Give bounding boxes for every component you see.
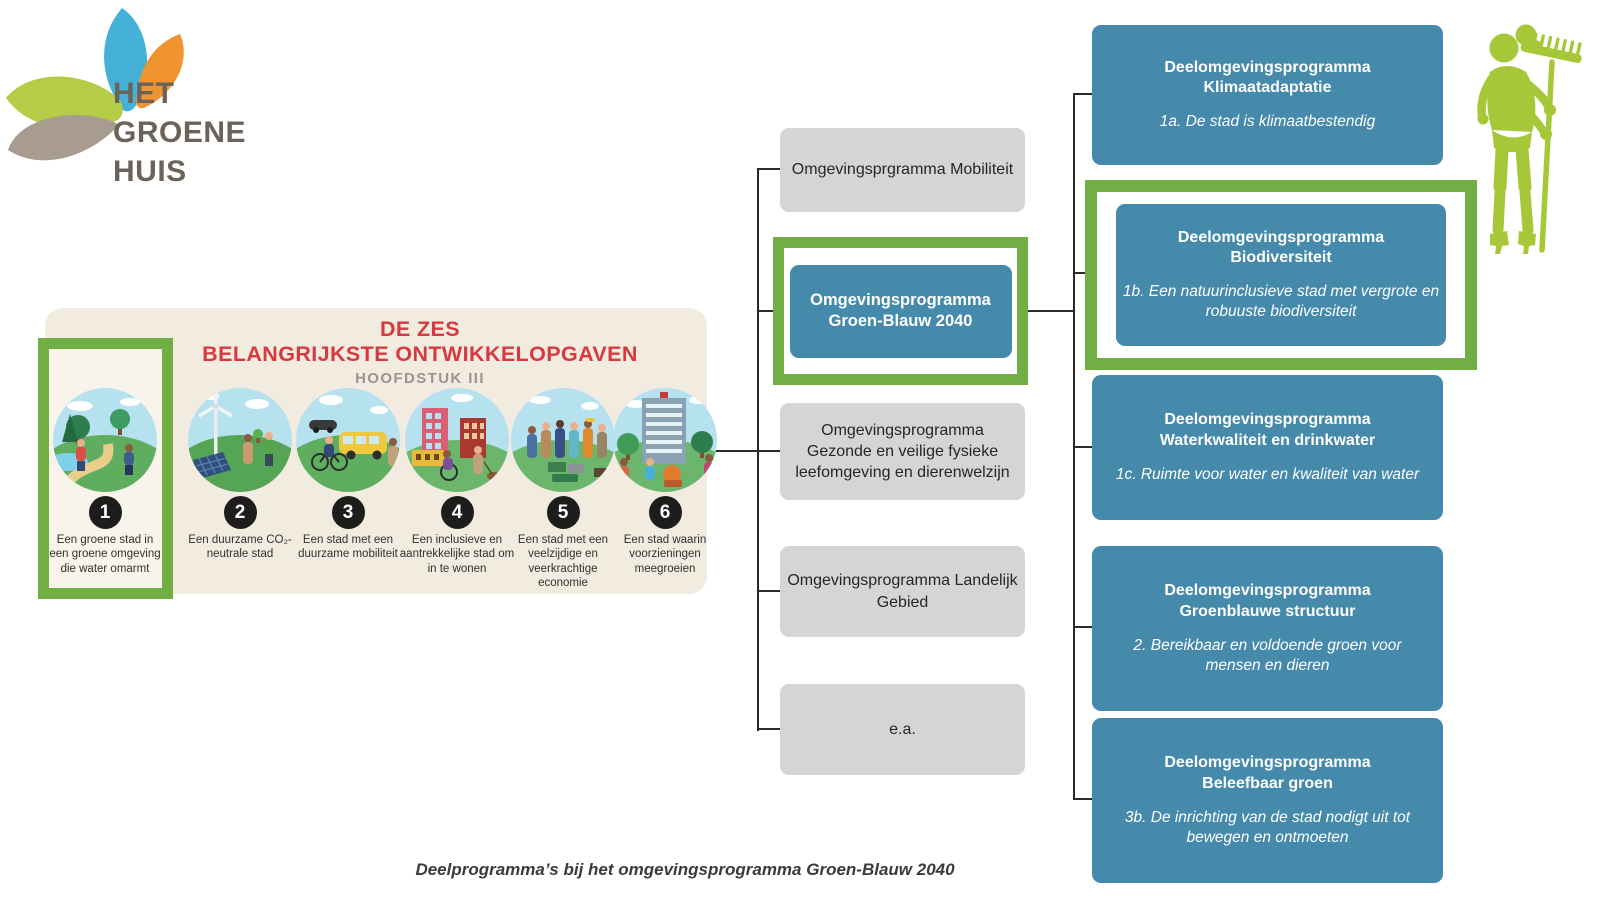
illustration-duurzame-mobiliteit [296, 388, 400, 492]
subprogram-title: Deelomgevingsprogramma Klimaatadaptatie [1164, 58, 1371, 97]
highlight-frame-biodiversiteit: Deelomgevingsprogramma Biodiversiteit 1b… [1085, 180, 1477, 370]
connector-right-stub-structuur [1073, 626, 1093, 628]
connector-left-stub-ea [757, 728, 781, 730]
logo-wordmark: HET GROENE HUIS [113, 74, 246, 191]
connector-panel-to-trunk [714, 450, 782, 452]
illustration-voorzieningen [613, 388, 717, 492]
subprogram-box-klimaatadaptatie: Deelomgevingsprogramma Klimaatadaptatie … [1092, 25, 1443, 165]
subprogram-goal: 3b. De inrichting van de stad nodigt uit… [1124, 808, 1411, 846]
opgave-number-badge: 2 [223, 496, 257, 529]
program-label: Omgevingsprogramma Landelijk Gebied [787, 572, 1018, 611]
connector-groenblauw-to-trunk [1026, 310, 1074, 312]
groene-huis-leaves-icon [6, 8, 184, 161]
opgave-number-badge: 4 [440, 496, 474, 529]
opgave-item-6: 6 Een stad waarin voorzieningen meegroei… [599, 382, 731, 576]
opgave-caption: Een stad met een veelzijdige en veerkrac… [517, 534, 609, 589]
opgave-caption: Een inclusieve en aantrekkelijke stad om… [399, 534, 515, 575]
subprogram-title: Deelomgevingsprogramma Waterkwaliteit en… [1159, 411, 1376, 449]
illustration-groene-stad [53, 388, 157, 492]
subprogram-box-waterkwaliteit: Deelomgevingsprogramma Waterkwaliteit en… [1092, 375, 1443, 520]
program-box-groen-blauw-2040: Omgevingsprogramma Groen-Blauw 2040 [789, 264, 1012, 358]
opgave-item-1: 1 Een groene stad in een groene omgeving… [39, 382, 171, 576]
subprogram-box-biodiversiteit: Deelomgevingsprogramma Biodiversiteit 1b… [1116, 204, 1446, 346]
connector-right-stub-beleefbaar [1073, 798, 1093, 800]
program-box-ea: e.a. [780, 684, 1025, 775]
logo-line-2: GROENE [113, 116, 247, 149]
subprogram-goal: 1c. Ruimte voor water en kwaliteit van w… [1115, 465, 1420, 483]
opgave-caption: Een stad met een duurzame mobiliteit [298, 534, 398, 561]
opgave-caption: Een stad waarin voorzieningen meegroeien [623, 534, 707, 575]
panel-title-line1: DE ZES [379, 317, 461, 341]
opgave-number-badge: 6 [648, 496, 682, 529]
opgave-caption: Een duurzame CO₂-neutrale stad [188, 534, 292, 561]
subprogram-title: Deelomgevingsprogramma Groenblauwe struc… [1164, 582, 1371, 620]
subprogram-title: Deelomgevingsprogramma Biodiversiteit [1177, 228, 1385, 267]
subprogram-title: Deelomgevingsprogramma Beleefbaar groen [1164, 754, 1371, 792]
opgave-item-3: 3 Een stad met een duurzame mobiliteit [282, 382, 414, 562]
opgave-number-badge: 1 [88, 496, 122, 529]
illustration-duurzame-stad [188, 388, 292, 492]
program-label: Omgevingsprogramma Gezonde en veilige fy… [795, 421, 1010, 482]
subprogram-goal: 1b. Een natuurinclusieve stad met vergro… [1122, 283, 1440, 321]
opgave-item-5: 5 Een stad met een veelzijdige en veerkr… [497, 382, 629, 590]
connector-left-stub-mobiliteit [757, 168, 781, 170]
logo-line-1: HET [113, 77, 175, 110]
illustration-inclusieve-stad [405, 388, 509, 492]
opgave-item-4: 4 Een inclusieve en aantrekkelijke stad … [391, 382, 523, 576]
gardener-with-rake-icon [1477, 24, 1582, 254]
opgave-number-badge: 3 [331, 496, 365, 529]
subprogram-box-beleefbaar-groen: Deelomgevingsprogramma Beleefbaar groen … [1092, 718, 1443, 883]
figure-caption: Deelprogramma’s bij het omgevingsprogram… [415, 860, 955, 879]
panel-subtitle: HOOFDSTUK III [355, 370, 485, 387]
highlight-frame-item-1 [38, 338, 173, 599]
subprogram-goal: 2. Bereikbaar en voldoende groen voor me… [1133, 636, 1402, 674]
connector-left-trunk [757, 168, 759, 731]
opgave-item-2: 2 Een duurzame CO₂-neutrale stad [174, 382, 306, 562]
subprogram-goal: 1a. De stad is klimaatbestendig [1159, 113, 1376, 131]
highlight-frame-groen-blauw: Omgevingsprogramma Groen-Blauw 2040 [773, 237, 1028, 385]
program-box-landelijk-gebied: Omgevingsprogramma Landelijk Gebied [780, 546, 1025, 637]
program-box-gezonde-leefomgeving: Omgevingsprogramma Gezonde en veilige fy… [780, 403, 1025, 500]
panel-title: DE ZES BELANGRIJKSTE ONTWIKKELOPGAVEN HO… [170, 317, 670, 387]
program-label: Omgevingsprogramma Groen-Blauw 2040 [810, 290, 991, 330]
logo-line-3: HUIS [113, 155, 187, 188]
program-box-mobiliteit: Omgevingsprgramma Mobiliteit [780, 128, 1025, 212]
opgave-number-badge: 5 [546, 496, 580, 529]
connector-left-stub-landelijk [757, 590, 781, 592]
panel-title-line2: BELANGRIJKSTE ONTWIKKELOPGAVEN [202, 342, 638, 366]
program-label: e.a. [889, 720, 916, 738]
program-label: Omgevingsprgramma Mobiliteit [791, 161, 1014, 179]
connector-right-stub-klimaat [1073, 93, 1093, 95]
subprogram-box-groenblauwe-structuur: Deelomgevingsprogramma Groenblauwe struc… [1092, 546, 1443, 711]
connector-right-stub-water [1073, 446, 1093, 448]
opgave-caption: Een groene stad in een groene omgeving d… [49, 534, 161, 575]
connector-left-stub-groenblauw [757, 310, 777, 312]
illustration-veerkrachtige-economie [511, 388, 615, 492]
